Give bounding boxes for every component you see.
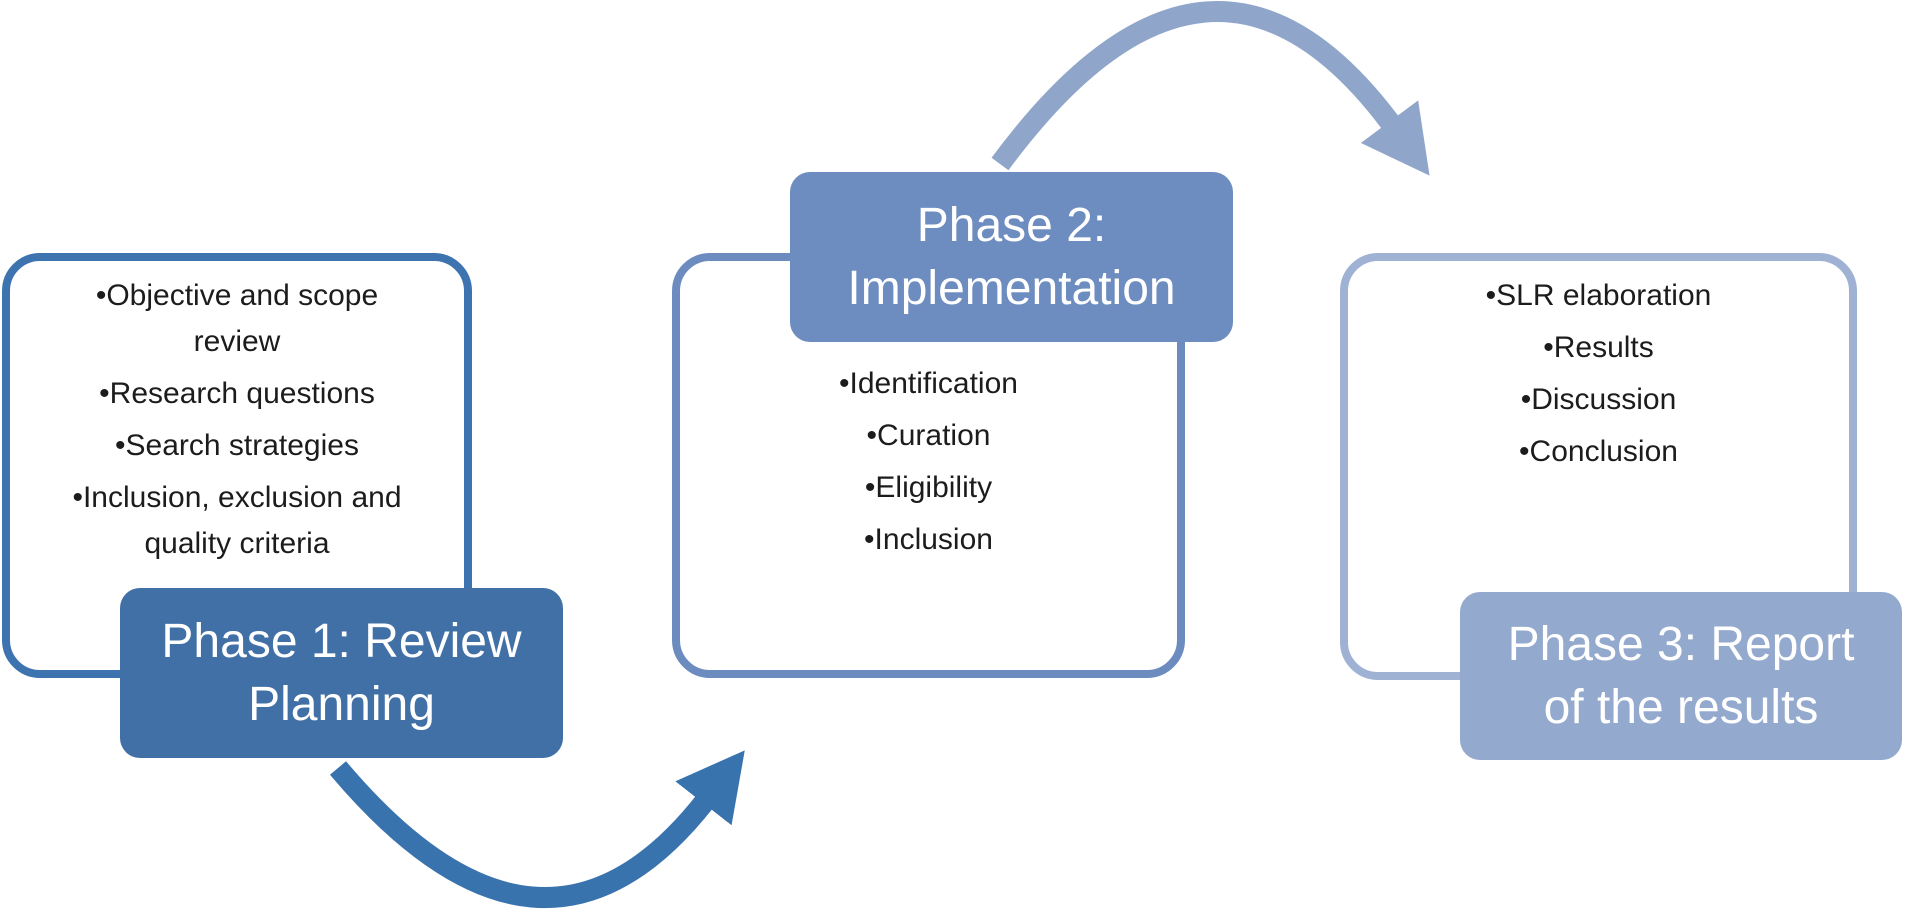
phase-2-bullet-list: •Identification •Curation •Eligibility •Inc… — [680, 361, 1177, 569]
bullet-item: •Inclusion — [864, 523, 993, 556]
arrow-phase1-to-phase2 — [329, 750, 745, 908]
bullet-item: •Results — [1543, 331, 1654, 364]
phase-1-label: Phase 1: Review Planning — [161, 614, 522, 731]
bullet-item: •SLR elaboration — [1485, 279, 1712, 312]
bullet-item: •Curation — [866, 419, 991, 452]
phase-1-label-box: Phase 1: Review Planning — [120, 588, 563, 758]
phase-3-label: Phase 3: Report of the results — [1507, 617, 1855, 734]
phase-3-bullet-list: •SLR elaboration •Results •Discussion •Conc… — [1348, 273, 1849, 481]
bullet-item: •Search strategies — [115, 429, 359, 462]
phase-2-label-box: Phase 2: Implementation — [790, 172, 1233, 342]
bullet-item: •Discussion — [1520, 383, 1677, 416]
bullet-item: •Objective and scope review — [95, 279, 379, 358]
bullet-item: •Inclusion, exclusion and quality criter… — [72, 481, 402, 560]
bullet-item: •Identification — [839, 367, 1018, 400]
bullet-item: •Conclusion — [1519, 435, 1678, 468]
phase-2-label: Phase 2: Implementation — [847, 198, 1176, 315]
bullet-item: •Eligibility — [864, 471, 993, 504]
phase-1-bullet-list: •Objective and scope review •Research que… — [10, 273, 464, 573]
phase-3-label-box: Phase 3: Report of the results — [1460, 592, 1902, 760]
arrow-phase2-to-phase3 — [991, 1, 1430, 176]
bullet-item: •Research questions — [99, 377, 375, 410]
